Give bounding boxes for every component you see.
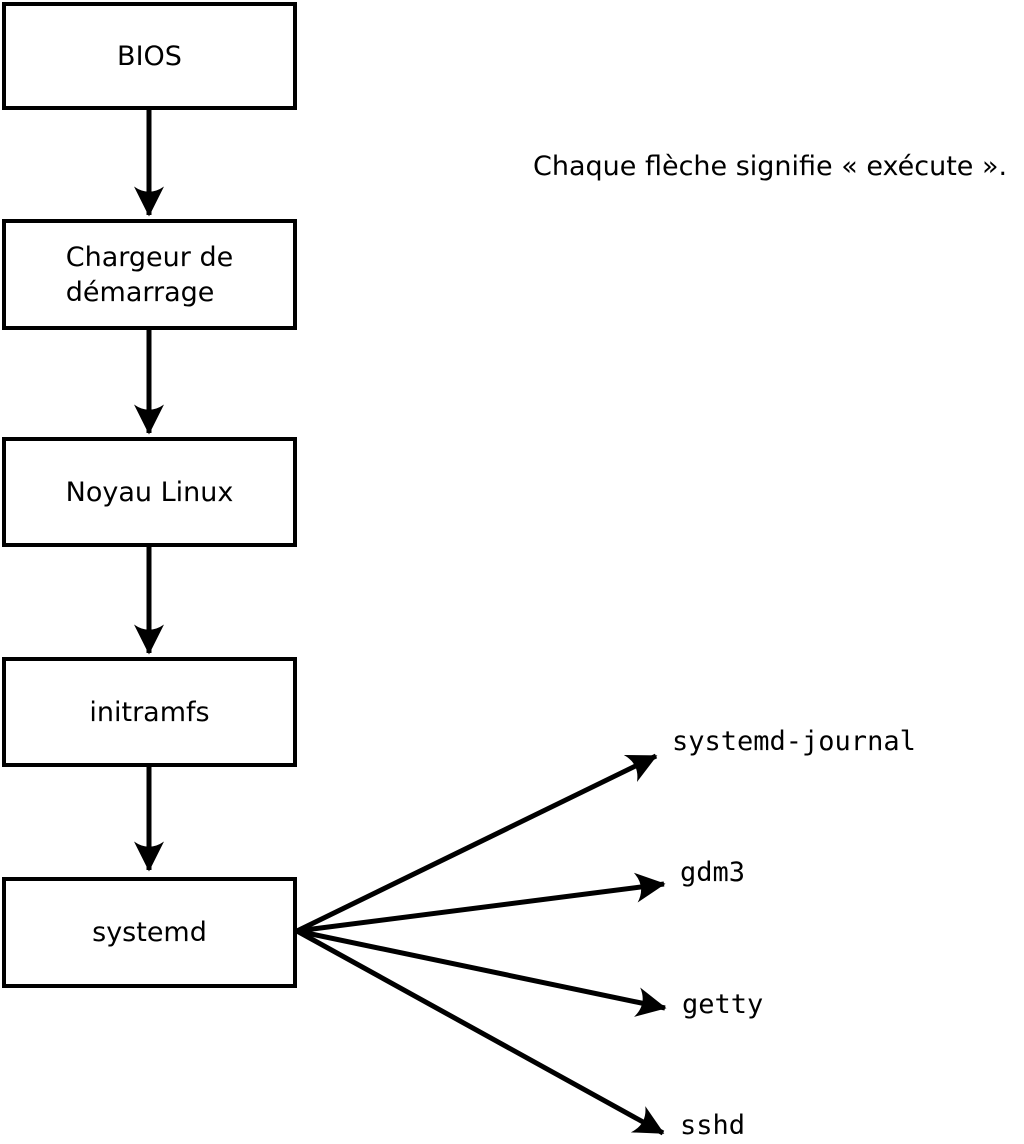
node-bootloader: Chargeur de démarrage <box>2 219 297 330</box>
node-bootloader-label: Chargeur de démarrage <box>65 241 234 308</box>
node-initramfs-label: initramfs <box>89 696 210 728</box>
process-sshd: sshd <box>680 1110 746 1141</box>
arrow-systemd-to-journal <box>295 753 658 934</box>
node-systemd: systemd <box>2 877 297 988</box>
arrow-systemd-to-gdm3 <box>296 872 666 934</box>
node-initramfs: initramfs <box>2 657 297 767</box>
arrow-systemd-to-sshd <box>295 928 665 1136</box>
node-kernel-label: Noyau Linux <box>65 476 234 508</box>
arrow-systemd-to-getty <box>296 928 667 1017</box>
node-bios-label: BIOS <box>117 40 182 72</box>
process-gdm3: gdm3 <box>680 857 746 888</box>
node-systemd-label: systemd <box>92 917 207 948</box>
process-systemd-journal: systemd-journal <box>672 726 916 757</box>
node-bios: BIOS <box>2 2 297 110</box>
arrow-meaning-annotation: Chaque flèche signifie « exécute ». <box>533 151 1008 182</box>
process-getty: getty <box>682 989 764 1020</box>
node-kernel: Noyau Linux <box>2 437 297 547</box>
